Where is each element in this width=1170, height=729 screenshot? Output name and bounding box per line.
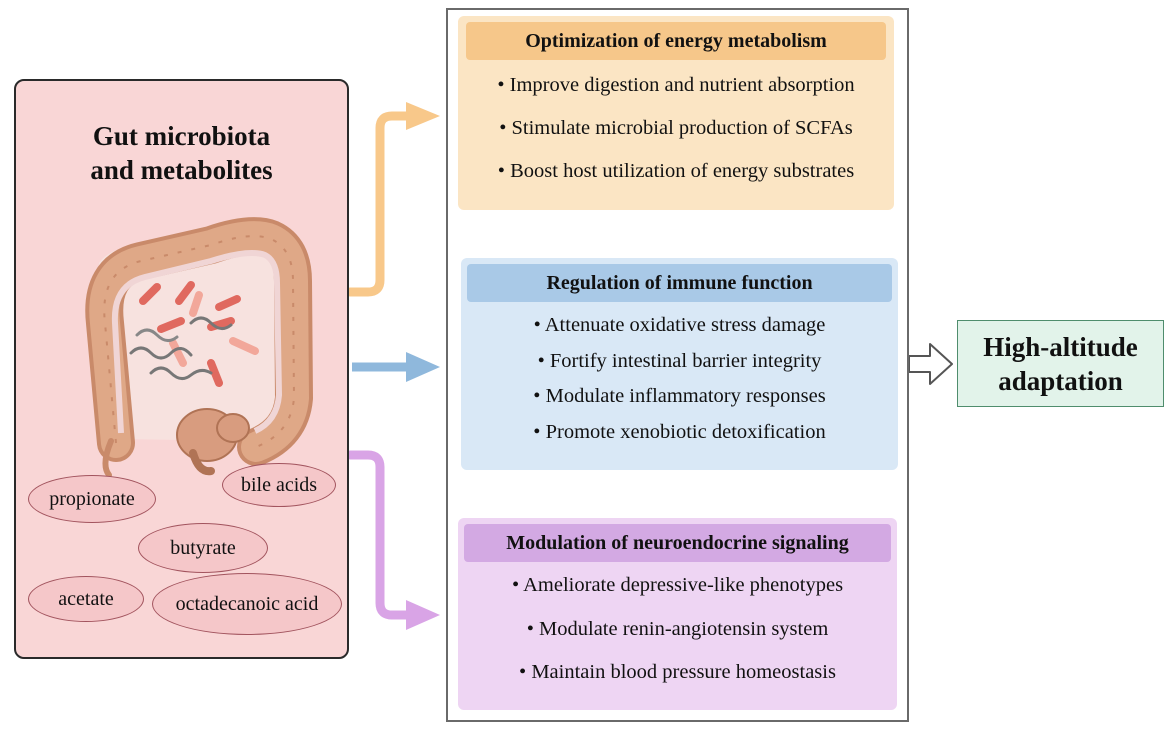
energy-metabolism-title: Optimization of energy metabolism xyxy=(466,22,886,60)
immune-arrow-head xyxy=(406,352,440,382)
gut-panel-title-line2: and metabolites xyxy=(90,155,273,185)
list-item: • Modulate renin-angiotensin system xyxy=(526,618,829,640)
output-arrow xyxy=(908,343,953,385)
metabolite-acetate: acetate xyxy=(28,576,144,622)
list-item: • Improve digestion and nutrient absorpt… xyxy=(497,74,855,96)
metabolite-propionate: propionate xyxy=(28,475,156,523)
list-item: • Boost host utilization of energy subst… xyxy=(497,160,855,182)
list-item: • Stimulate microbial production of SCFA… xyxy=(499,117,853,139)
metabolite-bile-acids: bile acids xyxy=(222,463,336,507)
result-line1: High-altitude xyxy=(983,331,1138,362)
gut-panel-title: Gut microbiota and metabolites xyxy=(16,119,347,187)
neuro-arrow xyxy=(345,450,417,620)
list-item: • Maintain blood pressure homeostasis xyxy=(519,661,836,683)
list-item: • Attenuate oxidative stress damage xyxy=(533,314,826,336)
list-item: • Ameliorate depressive-like phenotypes xyxy=(511,574,844,596)
immune-function-box: Regulation of immune function • Attenuat… xyxy=(461,258,898,470)
energy-arrow xyxy=(345,111,417,297)
list-item: • Fortify intestinal barrier integrity xyxy=(537,350,822,372)
high-altitude-adaptation-box: High-altitude adaptation xyxy=(957,320,1164,407)
neuro-arrow-head xyxy=(406,600,440,630)
immune-function-title: Regulation of immune function xyxy=(467,264,892,302)
list-item: • Modulate inflammatory responses xyxy=(533,385,826,407)
list-item: • Promote xenobiotic detoxification xyxy=(533,421,826,443)
gut-microbiota-panel: Gut microbiota and metabolites xyxy=(14,79,349,659)
neuroendocrine-title: Modulation of neuroendocrine signaling xyxy=(464,524,891,562)
gut-panel-title-line1: Gut microbiota xyxy=(92,121,271,151)
metabolite-octadecanoic-acid: octadecanoic acid xyxy=(152,573,342,635)
result-line2: adaptation xyxy=(998,365,1123,396)
energy-metabolism-box: Optimization of energy metabolism • Impr… xyxy=(458,16,894,210)
neuroendocrine-box: Modulation of neuroendocrine signaling •… xyxy=(458,518,897,710)
energy-arrow-head xyxy=(406,102,440,130)
metabolite-butyrate: butyrate xyxy=(138,523,268,573)
colon-illustration-icon xyxy=(85,217,313,478)
